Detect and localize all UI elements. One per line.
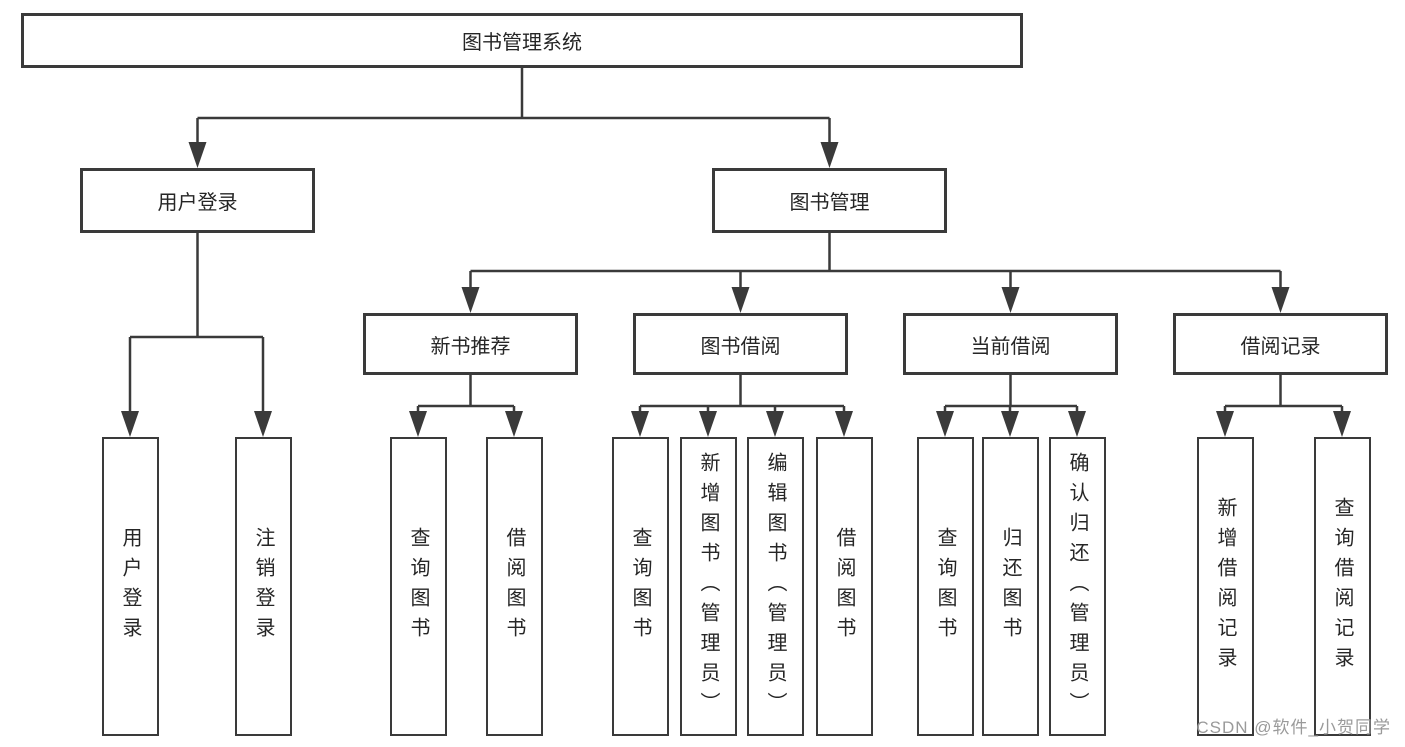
leaf-query-books-recommend: 查询图书 (389, 437, 447, 736)
node-current-borrowing: 当前借阅 (903, 313, 1118, 375)
leaf-query-books-current: 查询图书 (916, 437, 974, 736)
node-new-book-recommend: 新书推荐 (363, 313, 578, 375)
leaf-borrow-books-recommend: 借阅图书 (485, 437, 543, 736)
leaf-confirm-return-admin: 确认归还（管理员） (1048, 437, 1106, 736)
leaf-logout: 注销登录 (234, 437, 292, 736)
leaf-add-books-admin: 新增图书（管理员） (679, 437, 737, 736)
node-book-borrowing: 图书借阅 (633, 313, 848, 375)
node-book-management: 图书管理 (712, 168, 947, 233)
leaf-edit-books-admin: 编辑图书（管理员） (746, 437, 804, 736)
leaf-query-books-borrow: 查询图书 (611, 437, 669, 736)
leaf-borrow-books: 借阅图书 (815, 437, 873, 736)
leaf-user-login: 用户登录 (101, 437, 159, 736)
leaf-add-borrow-record: 新增借阅记录 (1196, 437, 1254, 736)
node-borrowing-records: 借阅记录 (1173, 313, 1388, 375)
leaf-return-books: 归还图书 (981, 437, 1039, 736)
node-library-management-system: 图书管理系统 (21, 13, 1023, 68)
leaf-query-borrow-record: 查询借阅记录 (1313, 437, 1371, 736)
csdn-watermark: CSDN @软件_小贺同学 (1196, 718, 1391, 737)
node-user-login: 用户登录 (80, 168, 315, 233)
